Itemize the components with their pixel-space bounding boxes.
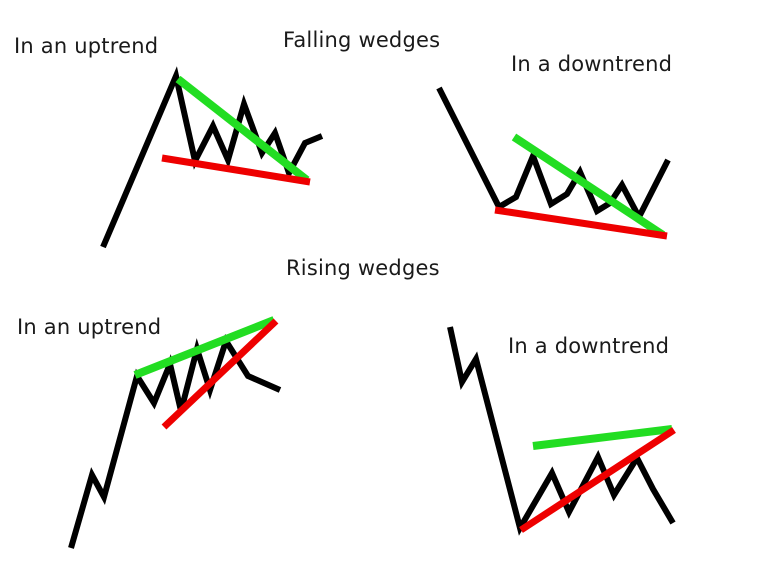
resistance-trendline-rising-uptrend — [133, 316, 276, 379]
label-falling-wedge-downtrend: In a downtrend — [511, 52, 673, 76]
support-trendline-rising-downtrend — [519, 427, 676, 533]
resistance-trendline-rising-downtrend — [532, 425, 673, 450]
resistance-trendline-falling-downtrend — [511, 133, 666, 239]
price-line-rising-uptrend — [68, 333, 282, 549]
title-rising-wedges: Rising wedges — [286, 256, 440, 280]
label-rising-wedge-uptrend: In an uptrend — [17, 315, 162, 339]
label-falling-wedge-uptrend: In an uptrend — [14, 34, 159, 58]
panel-falling-wedge-downtrend — [436, 86, 671, 240]
support-trendline-falling-downtrend — [494, 206, 668, 240]
label-rising-wedge-downtrend: In a downtrend — [508, 334, 670, 358]
panel-falling-wedge-uptrend — [100, 66, 324, 249]
support-trendline-rising-uptrend — [161, 318, 279, 430]
price-line-falling-uptrend — [100, 66, 324, 249]
panel-rising-wedge-uptrend — [68, 316, 282, 549]
panel-rising-wedge-downtrend — [447, 326, 676, 536]
price-line-rising-downtrend — [447, 326, 676, 536]
price-line-falling-downtrend — [436, 86, 671, 224]
resistance-trendline-falling-uptrend — [175, 75, 310, 184]
support-trendline-falling-uptrend — [161, 154, 311, 186]
title-falling-wedges: Falling wedges — [283, 28, 441, 52]
